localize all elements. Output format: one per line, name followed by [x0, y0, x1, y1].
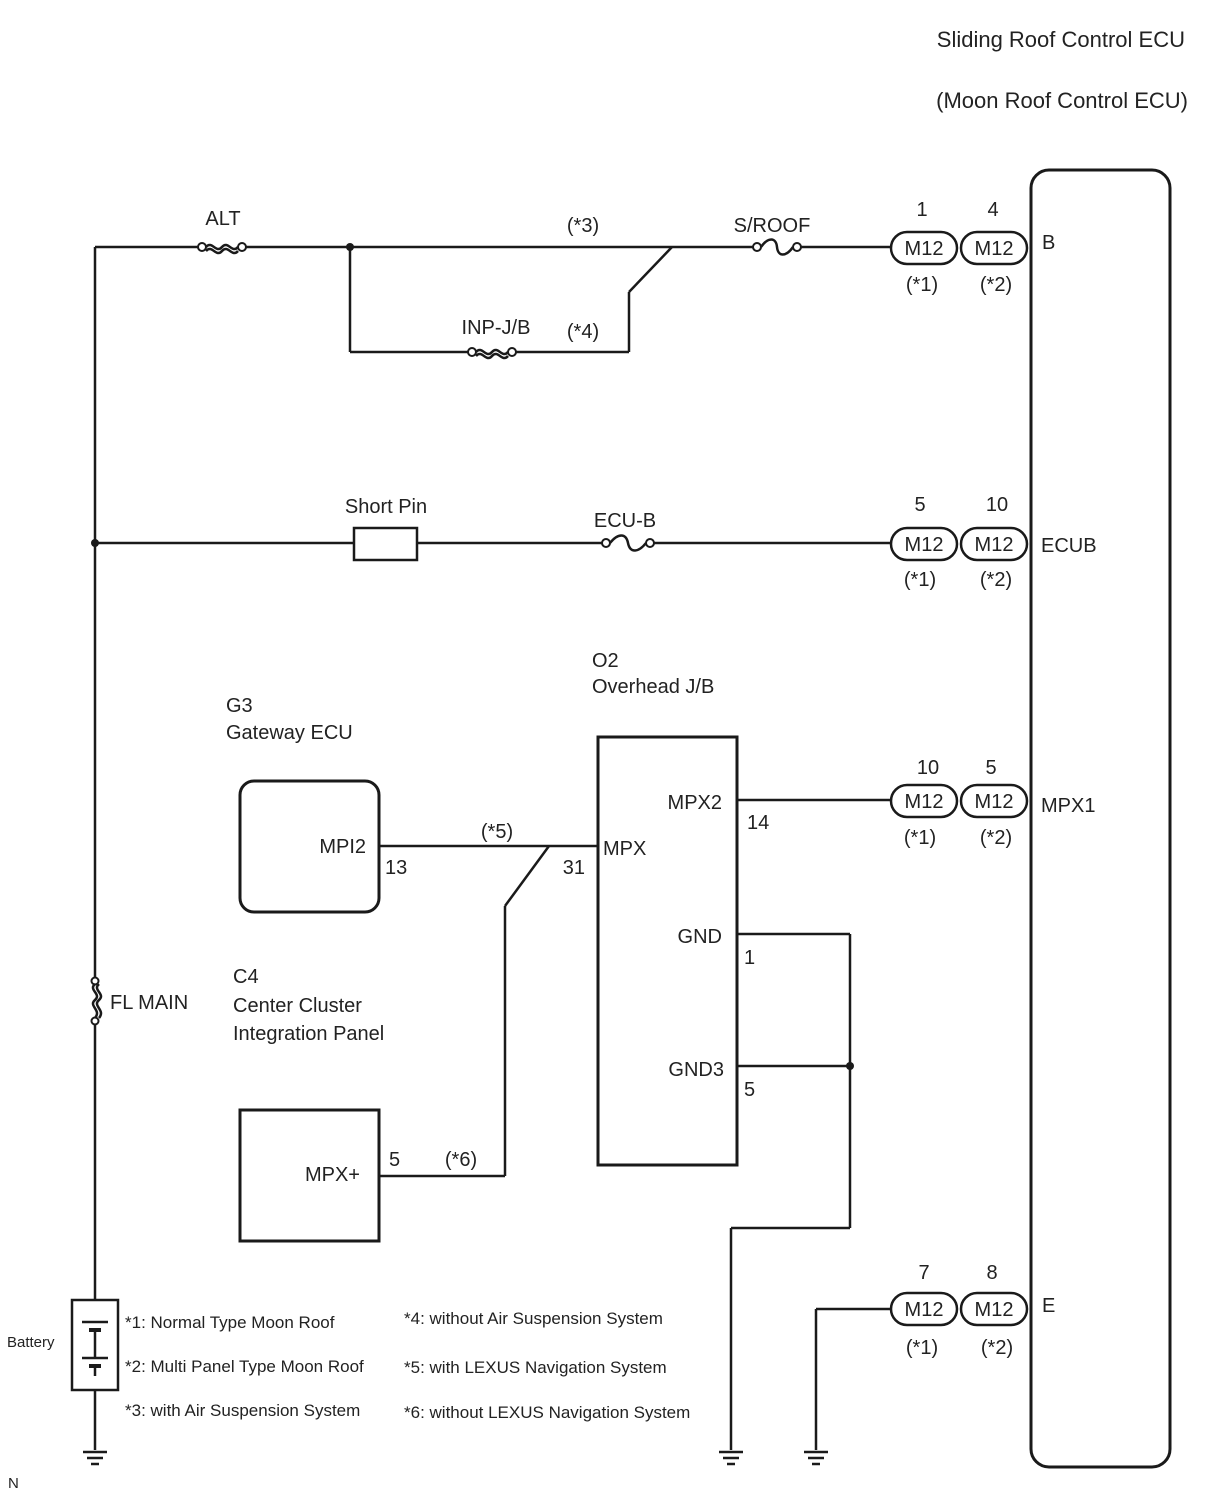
ecu-title: Sliding Roof Control ECU: [937, 27, 1185, 52]
b-connector-1-label: M12: [905, 238, 944, 260]
b-variant-1: (*1): [906, 274, 938, 296]
b-terminal-label: B: [1042, 232, 1055, 254]
sroof-label: S/ROOF: [734, 215, 811, 237]
ecub-fuse-icon: [601, 534, 655, 552]
mpx1-connector-2-label: M12: [975, 791, 1014, 813]
inpjb-fuse-icon: [467, 347, 517, 360]
cluster-terminal: MPX+: [305, 1164, 360, 1186]
b-variant-2: (*2): [980, 274, 1012, 296]
note-5: *5: with LEXUS Navigation System: [404, 1358, 667, 1377]
cluster-name-1: Center Cluster: [233, 995, 362, 1017]
cluster-name-2: Integration Panel: [233, 1023, 384, 1045]
mpx1-pin-2: 5: [985, 757, 996, 779]
ecub-fuse-label: ECU-B: [594, 510, 656, 532]
cluster-code: C4: [233, 966, 259, 988]
ecu-subtitle: (Moon Roof Control ECU): [936, 88, 1188, 113]
b-connector-1: [889, 230, 959, 266]
overhead-jb-mpx-pin: 31: [563, 857, 585, 879]
mpx1-connector-1: [889, 783, 959, 819]
e-pin-1: 7: [918, 1262, 929, 1284]
overhead-jb-gnd3: GND3: [668, 1059, 724, 1081]
note-4: *4: without Air Suspension System: [404, 1309, 663, 1328]
b-connector-2-label: M12: [975, 238, 1014, 260]
e-connector-1-label: M12: [905, 1299, 944, 1321]
short-pin-icon: [352, 526, 419, 562]
cluster-pin: 5: [389, 1149, 400, 1171]
ecub-connector-2: [959, 526, 1029, 562]
sliding-roof-ecu-box: [1029, 168, 1172, 1469]
overhead-jb-code: O2: [592, 650, 619, 672]
overhead-jb-gnd: GND: [678, 926, 722, 948]
junction-dot: [91, 539, 99, 547]
mpx1-terminal-label: MPX1: [1041, 795, 1095, 817]
mpx1-connector-1-label: M12: [905, 791, 944, 813]
c5-label: (*5): [481, 821, 513, 843]
c6-label: (*6): [445, 1149, 477, 1171]
overhead-jb-mpx2-pin: 14: [747, 812, 769, 834]
e-terminal-label: E: [1042, 1295, 1055, 1317]
ecub-connector-2-label: M12: [975, 534, 1014, 556]
note-1: *1: Normal Type Moon Roof: [125, 1313, 335, 1332]
overhead-jb-mpx2: MPX2: [668, 792, 722, 814]
ecub-terminal-label: ECUB: [1041, 535, 1097, 557]
b-pin-1: 1: [916, 199, 927, 221]
gateway-name: Gateway ECU: [226, 722, 353, 744]
e-connector-2-label: M12: [975, 1299, 1014, 1321]
mpx1-connector-2: [959, 783, 1029, 819]
ecub-pin-2: 10: [986, 494, 1008, 516]
gateway-terminal: MPI2: [319, 836, 366, 858]
overhead-jb-mpx: MPX: [603, 838, 646, 860]
corner-mark: N: [8, 1475, 19, 1492]
ground-icon: [804, 1450, 828, 1466]
note-6: *6: without LEXUS Navigation System: [404, 1403, 690, 1422]
short-pin-label: Short Pin: [345, 496, 427, 518]
ground-icon: [719, 1450, 743, 1466]
ecub-connector-1: [889, 526, 959, 562]
note-2: *2: Multi Panel Type Moon Roof: [125, 1357, 364, 1376]
ecub-variant-2: (*2): [980, 569, 1012, 591]
ecub-connector-1-label: M12: [905, 534, 944, 556]
gateway-pin: 13: [385, 857, 407, 879]
overhead-jb-box: [596, 735, 739, 1167]
battery-label: Battery: [7, 1334, 55, 1351]
b-pin-2: 4: [987, 199, 998, 221]
c4-label: (*4): [567, 321, 599, 343]
variant-switch-wire: [628, 246, 673, 293]
inpjb-label: INP-J/B: [462, 317, 531, 339]
ground-icon: [83, 1450, 107, 1466]
mpx1-pin-1: 10: [917, 757, 939, 779]
mpx1-variant-1: (*1): [904, 827, 936, 849]
e-pin-2: 8: [986, 1262, 997, 1284]
fl-main-fuse-icon: [90, 976, 103, 1026]
variant-switch-wire: [503, 845, 551, 907]
fl-main-label: FL MAIN: [110, 992, 188, 1014]
battery-cells-icon: [82, 1320, 108, 1376]
e-variant-1: (*1): [906, 1337, 938, 1359]
alt-fuse-icon: [197, 242, 247, 255]
overhead-jb-gnd3-pin: 5: [744, 1079, 755, 1101]
alt-label: ALT: [205, 208, 240, 230]
overhead-jb-gnd-pin: 1: [744, 947, 755, 969]
gateway-code: G3: [226, 695, 253, 717]
ecub-variant-1: (*1): [904, 569, 936, 591]
mpx1-variant-2: (*2): [980, 827, 1012, 849]
sroof-fuse-icon: [752, 238, 802, 256]
c3-label: (*3): [567, 215, 599, 237]
ecub-pin-1: 5: [914, 494, 925, 516]
note-3: *3: with Air Suspension System: [125, 1401, 360, 1420]
junction-dot: [846, 1062, 854, 1070]
e-variant-2: (*2): [981, 1337, 1013, 1359]
b-connector-2: [959, 230, 1029, 266]
overhead-jb-name: Overhead J/B: [592, 676, 714, 698]
e-connector-2: [959, 1291, 1029, 1327]
